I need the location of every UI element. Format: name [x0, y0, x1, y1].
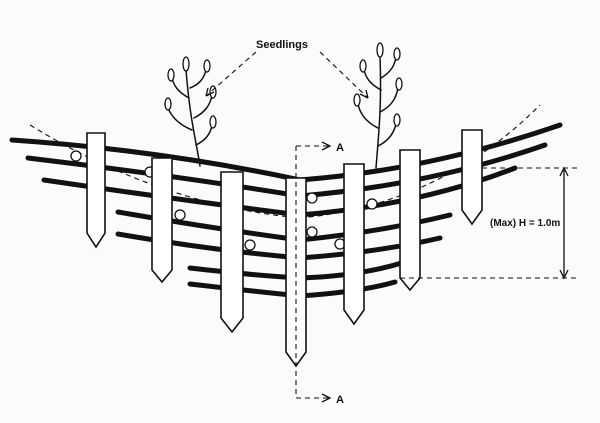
stake — [220, 171, 244, 334]
seedlings-label: Seedlings — [256, 39, 308, 51]
section-line — [295, 141, 332, 403]
tie-knot — [306, 226, 318, 238]
height-label: (Max) H = 1.0m — [490, 218, 560, 229]
tie-knot — [366, 198, 378, 210]
tie-knot — [174, 209, 186, 221]
seedling-right — [353, 42, 403, 169]
tie-knot — [244, 239, 256, 251]
tie-knot — [70, 150, 82, 162]
stake — [151, 157, 173, 284]
stake — [399, 149, 421, 292]
tie-knots — [70, 150, 412, 251]
height-dimension — [400, 166, 580, 280]
section-label-top: A — [336, 142, 344, 154]
stake — [343, 163, 365, 326]
stake — [461, 129, 483, 226]
seedling-left — [164, 56, 217, 167]
stakes — [86, 129, 483, 368]
tie-knot — [306, 192, 318, 204]
seedlings-leaders — [205, 51, 369, 99]
stake — [86, 132, 106, 249]
section-label-bottom: A — [336, 394, 344, 406]
